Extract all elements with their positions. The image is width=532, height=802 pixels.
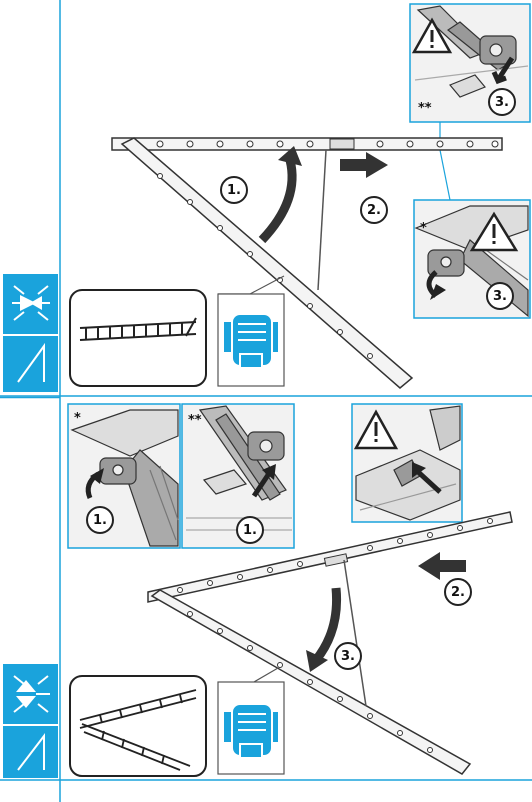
a-frame-icon [17,342,45,383]
mark-star-bottom: * [74,411,81,426]
hand-grip-icon-bottom [224,703,278,759]
step-badge-bottom-3: 3. [334,642,362,670]
mark-double-star-bottom: ** [188,413,202,428]
curved-arrow-1 [258,158,297,244]
step-badge-bottom-2: 2. [444,578,472,606]
ladder-bottom-upper [147,511,513,603]
mark-star-top: * [420,221,427,236]
step-badge-top-2: 2. [360,196,388,224]
step-badge-bottom-1a: 1. [86,506,114,534]
hand-grip-icon [224,313,278,369]
ladder-top-diagonal [120,137,414,389]
step-badge-bottom-1b: 1. [236,516,264,544]
ladder-thumbnail-icon [79,317,197,341]
mark-double-star-top: ** [418,101,432,116]
step-badge-top-1: 1. [220,176,248,204]
step-badge-top-3b: 3. [486,282,514,310]
ladder-thumbnail-bottom [69,675,207,777]
ladder-bottom-lower [150,589,472,775]
step-badge-top-3a: 3. [488,88,516,116]
spread-arrows-icon [12,285,50,321]
sidebar-frame-tile-bottom [3,726,58,778]
ladder-top-horizontal [111,137,503,151]
